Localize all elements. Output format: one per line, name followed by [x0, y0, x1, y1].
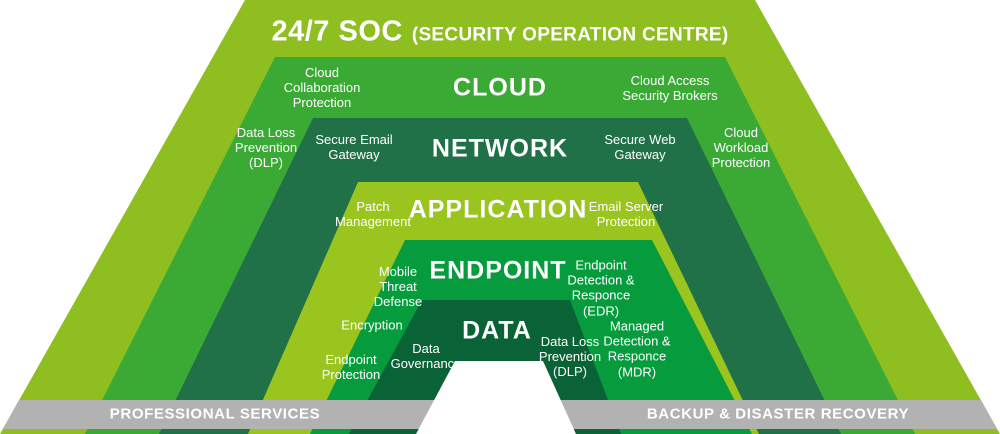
label-cloud-collaboration-protection: Cloud Collaboration Protection: [283, 65, 361, 111]
soc-title-sub: (SECURITY OPERATION CENTRE): [411, 24, 729, 46]
label-data-governance: Data Governance: [390, 340, 462, 371]
soc-title-main: 24/7 SOC: [271, 15, 403, 48]
label-endpoint-detection-responce-edr: Endpoint Detection & Responce (EDR): [567, 257, 635, 319]
label-patch-management: Patch Management: [335, 198, 411, 229]
label-email-server-protection: Email Server Protection: [588, 198, 664, 229]
footer-label-professional-services: PROFESSIONAL SERVICES: [109, 405, 321, 423]
footer-label-backup-disaster-recovery: BACKUP & DISASTER RECOVERY: [646, 405, 910, 423]
cloud-band-title: CLOUD: [453, 73, 547, 102]
application-band-title: APPLICATION: [408, 195, 588, 224]
label-encryption: Encryption: [341, 317, 403, 333]
label-cloud-workload-protection: Cloud Workload Protection: [711, 125, 771, 171]
label-managed-detection-responce-mdr: Managed Detection & Responce (MDR): [603, 318, 671, 380]
label-secure-web-gateway: Secure Web Gateway: [604, 131, 676, 162]
label-data-loss-prevention-dlp-right: Data Loss Prevention (DLP): [538, 334, 602, 380]
network-band-title: NETWORK: [431, 134, 569, 163]
endpoint-band-title: ENDPOINT: [429, 256, 567, 285]
label-mobile-threat-defense: Mobile Threat Defense: [373, 264, 423, 310]
label-data-loss-prevention-dlp-left: Data Loss Prevention (DLP): [234, 125, 298, 171]
label-cloud-access-security-brokers: Cloud Access Security Brokers: [622, 72, 718, 103]
label-endpoint-protection: Endpoint Protection: [321, 351, 381, 382]
label-secure-email-gateway: Secure Email Gateway: [315, 131, 393, 162]
soc-title: 24/7 SOC (SECURITY OPERATION CENTRE): [271, 16, 728, 49]
data-band-title: DATA: [462, 316, 532, 345]
